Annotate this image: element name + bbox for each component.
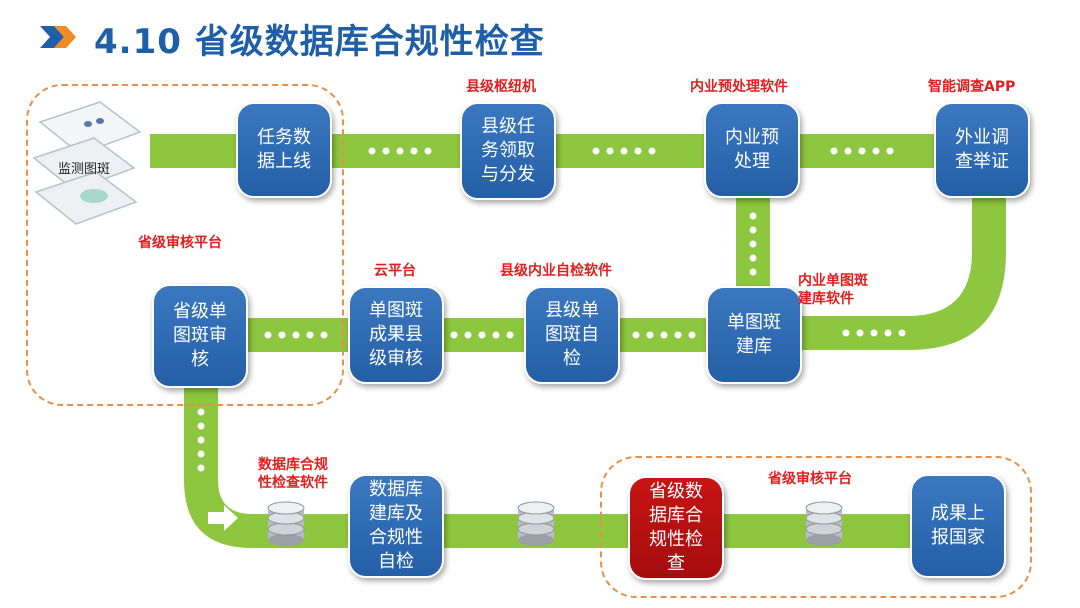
page-title: 4.10 省级数据库合规性检查 <box>94 22 545 62</box>
database-icon <box>805 501 843 546</box>
node-county-task-distribution: 县级任 务领取 与分发 <box>460 102 556 200</box>
node-office-preprocessing: 内业预 处理 <box>704 102 800 198</box>
title-chevron-icon <box>40 26 76 48</box>
database-icon <box>267 501 305 546</box>
node-county-self-check: 县级单 图斑自 检 <box>524 286 620 384</box>
node-task-data-online: 任务数 据上线 <box>236 102 332 198</box>
node-field-survey: 外业调 查举证 <box>934 102 1030 198</box>
label-smart-survey-app: 智能调查APP <box>928 79 1016 95</box>
label-county-hub: 县级枢纽机 <box>466 79 536 95</box>
provincial-review-group <box>600 456 1032 598</box>
label-county-self-check-software: 县级内业自检软件 <box>500 263 612 279</box>
label-preprocessing-software: 内业预处理软件 <box>690 79 788 95</box>
label-patch-database-software: 内业单图斑 建库软件 <box>798 273 868 307</box>
label-compliance-check-software: 数据库合规 性检查软件 <box>258 457 328 491</box>
node-single-patch-database: 单图斑 建库 <box>706 286 802 384</box>
database-icon <box>517 501 555 546</box>
map-layers-icon <box>32 101 142 225</box>
monitor-label: 监测图斑 <box>58 162 111 177</box>
label-cloud-platform: 云平台 <box>374 263 416 279</box>
node-provincial-db-compliance: 省级数 据库合 规性检 查 <box>628 476 724 580</box>
node-report-to-national: 成果上 报国家 <box>910 474 1006 578</box>
node-provincial-patch-review: 省级单 图斑审 核 <box>152 284 248 388</box>
node-county-review: 单图斑 成果县 级审核 <box>348 286 444 384</box>
label-provincial-review-platform-2: 省级审核平台 <box>768 471 852 487</box>
provincial-platform-group <box>26 84 344 406</box>
label-provincial-review-platform: 省级审核平台 <box>138 235 222 251</box>
node-database-build-selfcheck: 数据库 建库及 合规性 自检 <box>348 474 444 578</box>
